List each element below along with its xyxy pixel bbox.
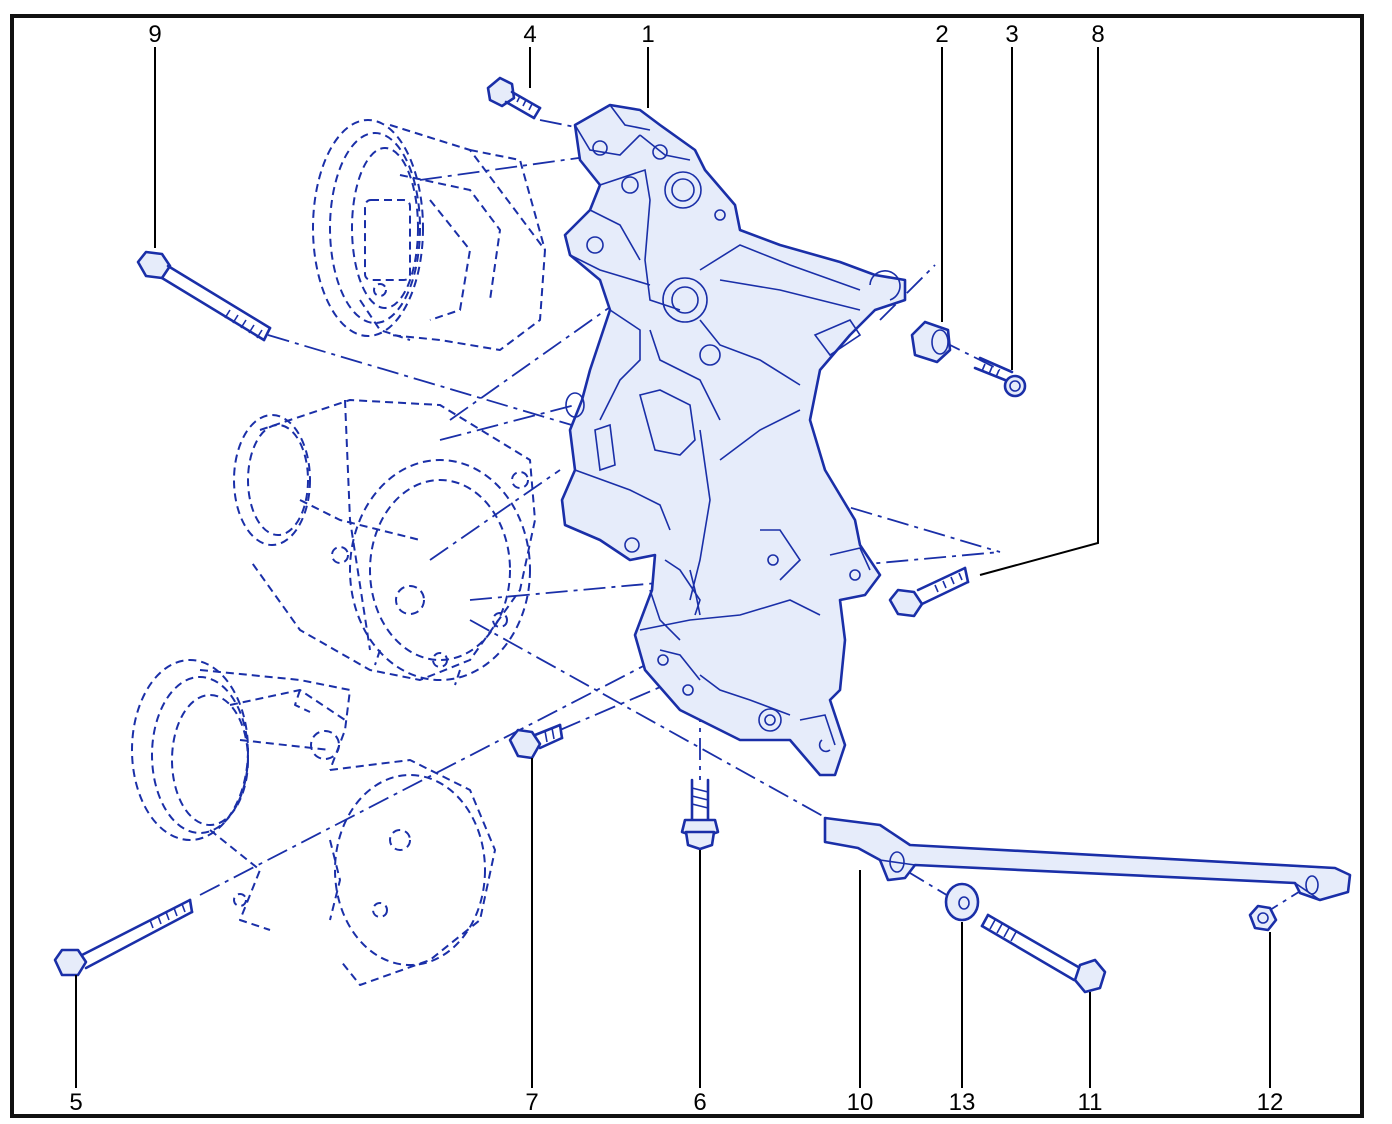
diagram-frame (10, 14, 1364, 1118)
bolt-7 (508, 723, 564, 760)
ghost-power-steering-pump (312, 119, 546, 351)
support-strut-10 (823, 816, 1352, 902)
callout-8: 8 (1091, 21, 1104, 48)
callout-7: 7 (525, 1089, 538, 1116)
callout-3: 3 (1005, 21, 1018, 48)
bolt-11 (980, 913, 1107, 994)
callout-13: 13 (949, 1089, 976, 1116)
washer-13 (944, 882, 980, 922)
callout-12: 12 (1257, 1089, 1284, 1116)
bolt-4 (486, 76, 542, 120)
callout-9: 9 (148, 21, 161, 48)
main-bracket (560, 103, 907, 777)
callout-labels: 9 4 1 2 3 8 5 7 6 10 13 11 12 (69, 21, 1283, 1116)
bolt-9 (136, 250, 272, 342)
callout-6: 6 (693, 1089, 706, 1116)
bolt-8 (888, 566, 970, 618)
ghost-alternator (233, 399, 536, 686)
callout-1: 1 (641, 21, 654, 48)
nut-12 (1248, 904, 1278, 932)
callout-5: 5 (69, 1089, 82, 1116)
callout-11: 11 (1078, 1089, 1103, 1116)
bolt-5 (53, 898, 194, 977)
ghost-ac-compressor (131, 659, 496, 986)
bolt-6 (680, 778, 720, 851)
callout-4: 4 (523, 21, 536, 48)
callout-2: 2 (935, 21, 948, 48)
callout-leaders (75, 47, 1271, 1088)
callout-10: 10 (847, 1089, 874, 1116)
bolt-3 (973, 356, 1027, 398)
spacer-2 (910, 320, 952, 364)
